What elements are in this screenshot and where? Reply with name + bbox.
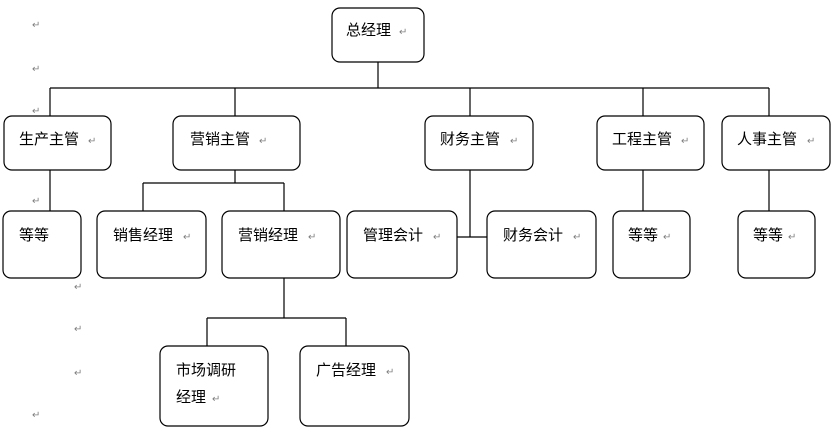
paragraph-mark: ↵ — [433, 232, 441, 243]
node-marketing-manager: 营销经理 ↵ — [221, 210, 341, 279]
node-finance-supervisor: 财务主管 ↵ — [424, 115, 534, 171]
node-label: 财务会计 — [503, 226, 563, 244]
node-management-accounting: 管理会计 ↵ — [346, 210, 458, 279]
paragraph-marks: ↵ ↵ ↵ ↵ ↵ ↵ ↵ ↵ — [32, 20, 82, 421]
node-financial-accounting: 财务会计 ↵ — [486, 210, 597, 279]
node-label: 营销经理 — [238, 226, 298, 244]
node-label: 工程主管 — [612, 130, 672, 148]
paragraph-mark: ↵ — [663, 232, 671, 243]
paragraph-mark: ↵ — [386, 367, 394, 378]
node-label: 人事主管 — [737, 130, 797, 148]
node-label: 广告经理 — [316, 361, 376, 379]
node-hr-etc: 等等 ↵ — [737, 210, 816, 279]
paragraph-mark: ↵ — [183, 232, 191, 243]
paragraph-mark: ↵ — [212, 394, 220, 405]
node-label: 销售经理 — [113, 226, 173, 244]
paragraph-mark: ↵ — [74, 368, 82, 379]
paragraph-mark: ↵ — [32, 20, 40, 31]
node-label: 营销主管 — [190, 130, 250, 148]
node-market-research-manager: 市场调研 经理 ↵ — [159, 345, 269, 427]
node-label: 等等 — [19, 226, 49, 244]
node-label: 总经理 — [346, 21, 391, 39]
node-ceo: 总经理 ↵ — [331, 7, 425, 63]
node-engineering-supervisor: 工程主管 ↵ — [596, 115, 705, 171]
node-label: 管理会计 — [363, 226, 423, 244]
node-production-etc: 等等 — [2, 210, 82, 279]
node-advertising-manager: 广告经理 ↵ — [299, 345, 410, 427]
paragraph-mark: ↵ — [510, 136, 518, 147]
node-label-line1: 市场调研 — [176, 361, 236, 379]
node-label-line2: 经理 — [176, 388, 206, 406]
node-engineering-etc: 等等 ↵ — [612, 210, 691, 279]
connectors — [49, 62, 770, 346]
node-production-supervisor: 生产主管 ↵ — [3, 115, 112, 171]
paragraph-mark: ↵ — [807, 136, 815, 147]
node-label: 生产主管 — [19, 130, 79, 148]
paragraph-mark: ↵ — [32, 196, 40, 207]
node-marketing-supervisor: 营销主管 ↵ — [172, 115, 301, 171]
node-label: 等等 — [628, 226, 658, 244]
paragraph-mark: ↵ — [88, 136, 96, 147]
paragraph-mark: ↵ — [573, 232, 581, 243]
paragraph-mark: ↵ — [74, 324, 82, 335]
paragraph-mark: ↵ — [32, 106, 40, 117]
node-label: 财务主管 — [440, 130, 500, 148]
paragraph-mark: ↵ — [308, 232, 316, 243]
paragraph-mark: ↵ — [259, 136, 267, 147]
paragraph-mark: ↵ — [74, 282, 82, 293]
paragraph-mark: ↵ — [399, 27, 407, 38]
paragraph-mark: ↵ — [32, 410, 40, 421]
paragraph-mark: ↵ — [32, 64, 40, 75]
node-sales-manager: 销售经理 ↵ — [96, 210, 207, 279]
paragraph-mark: ↵ — [681, 136, 689, 147]
paragraph-mark: ↵ — [788, 232, 796, 243]
node-hr-supervisor: 人事主管 ↵ — [721, 115, 831, 171]
node-label: 等等 — [753, 226, 783, 244]
